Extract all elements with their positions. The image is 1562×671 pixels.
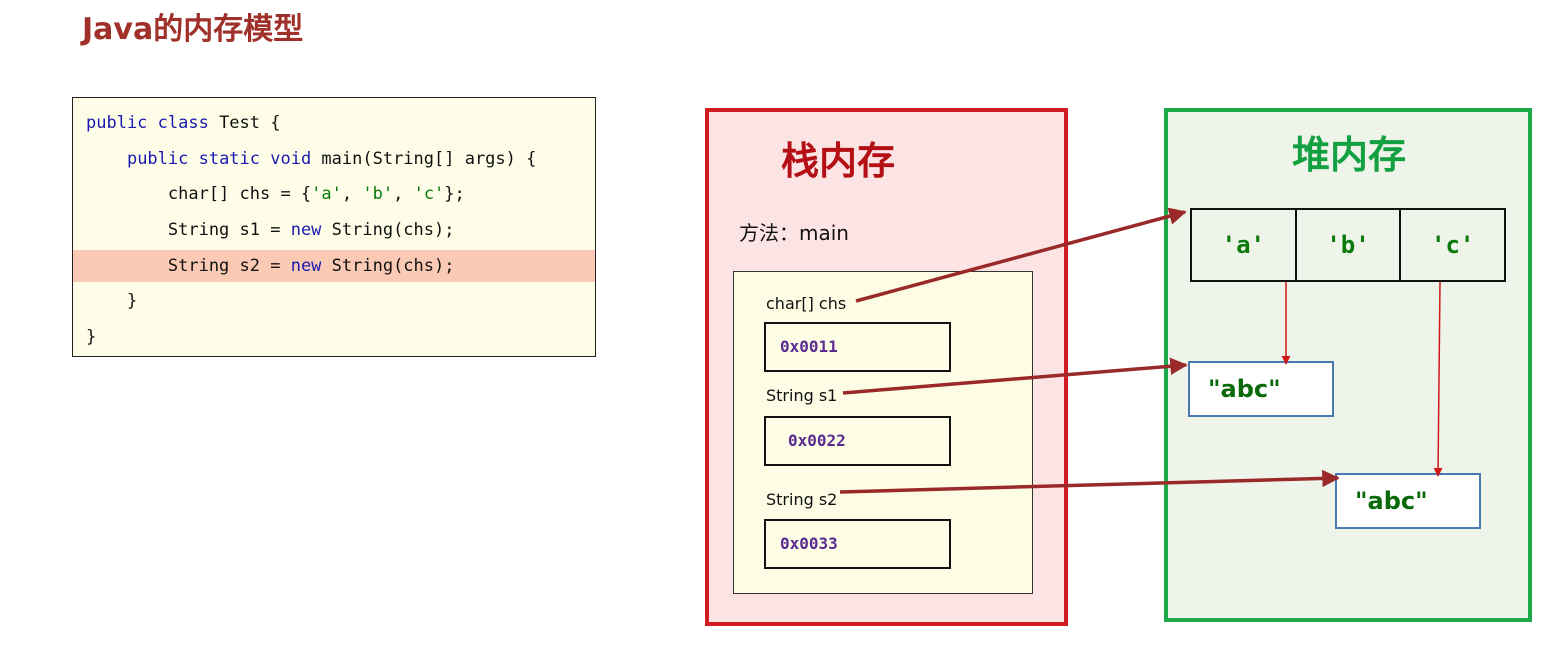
var-label-s2: String s2 [766,490,838,509]
heap-title: 堆内存 [1292,133,1407,177]
var-box-chs: 0x0011 [764,322,951,372]
var-box-s2: 0x0033 [764,519,951,569]
var-box-s1: 0x0022 [764,416,951,466]
code-line-5-highlighted: String s2 = new String(chs); [73,250,595,282]
heap-memory-panel: 堆内存 'a' 'b' 'c' "abc" "abc" [1164,108,1532,622]
code-line-4: String s1 = new String(chs); [86,220,455,240]
code-line-7: } [86,327,97,347]
page-title: Java的内存模型 [82,12,304,47]
stack-title: 栈内存 [781,139,896,183]
char-cell-c: 'c' [1431,231,1475,259]
main-stack-frame: char[] chs 0x0011 String s1 0x0022 Strin… [733,271,1033,594]
char-cell-b: 'b' [1297,210,1402,280]
code-line-2: public static void main(String[] args) { [126,149,537,169]
string-object-s1: "abc" [1188,361,1334,417]
var-label-s1: String s1 [766,386,838,405]
code-line-6: } [86,291,138,311]
code-block: public class Test { public static void m… [72,97,596,357]
method-label: 方法：main [739,221,849,245]
stack-memory-panel: 栈内存 方法：main char[] chs 0x0011 String s1 … [705,108,1068,626]
char-cell-a: 'a' [1192,210,1297,280]
string-object-s2: "abc" [1335,473,1481,529]
char-array: 'a' 'b' 'c' [1190,208,1506,282]
code-line-1: public class Test { [86,113,281,133]
var-label-chs: char[] chs [766,294,847,313]
code-line-3: char[] chs = {'a', 'b', 'c'}; [86,184,465,204]
